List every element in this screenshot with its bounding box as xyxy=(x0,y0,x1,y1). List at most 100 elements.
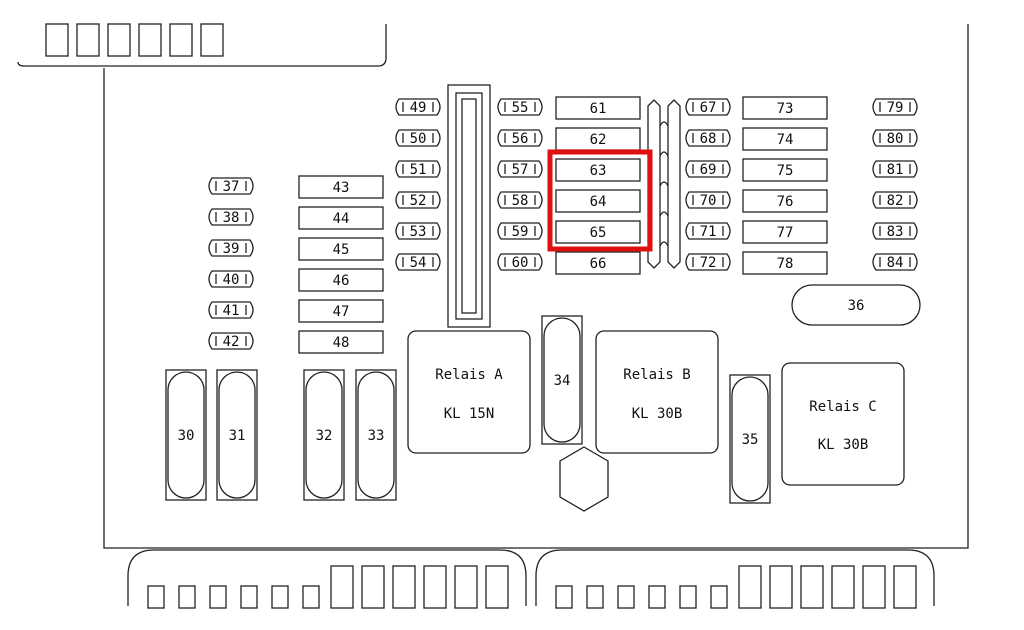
top-left-connector xyxy=(17,23,387,67)
fuse-clip xyxy=(647,99,681,269)
maxi-fuse-35-label: 35 xyxy=(742,432,759,448)
maxi-fuse-36: 36 xyxy=(791,284,921,326)
fuse-68-label: 68 xyxy=(700,131,717,147)
fuse-71: 71 xyxy=(685,222,731,240)
relay-a: Relais A KL 15N xyxy=(407,330,531,454)
fuse-49-label: 49 xyxy=(410,100,427,116)
fuse-82: 82 xyxy=(872,191,918,209)
fuse-66: 66 xyxy=(555,251,641,275)
relay-b: Relais B KL 30B xyxy=(595,330,719,454)
fuse-51: 51 xyxy=(395,160,441,178)
fuse-59: 59 xyxy=(497,222,543,240)
fuse-55-label: 55 xyxy=(512,100,529,116)
maxi-fuse-32: 32 xyxy=(303,369,345,501)
fuse-64: 64 xyxy=(555,189,641,213)
maxi-fuse-36-label: 36 xyxy=(848,298,865,314)
fuse-78-label: 78 xyxy=(777,256,794,272)
fuse-45-label: 45 xyxy=(333,242,350,258)
fuse-60: 60 xyxy=(497,253,543,271)
fuse-37: 37 xyxy=(208,177,254,195)
fuse-83-label: 83 xyxy=(887,224,904,240)
fuse-77: 77 xyxy=(742,220,828,244)
relay-b-terminal: KL 30B xyxy=(632,406,683,422)
bottom-left-connector xyxy=(127,549,527,609)
maxi-fuse-34-label: 34 xyxy=(554,373,571,389)
fuse-45: 45 xyxy=(298,237,384,261)
fuse-41-label: 41 xyxy=(223,303,240,319)
fuse-83: 83 xyxy=(872,222,918,240)
fuse-78: 78 xyxy=(742,251,828,275)
fuse-39: 39 xyxy=(208,239,254,257)
fuse-58-label: 58 xyxy=(512,193,529,209)
fuse-70-label: 70 xyxy=(700,193,717,209)
fuse-66-label: 66 xyxy=(590,256,607,272)
fuse-72: 72 xyxy=(685,253,731,271)
fuse-48: 48 xyxy=(298,330,384,354)
fuse-59-label: 59 xyxy=(512,224,529,240)
fuse-38: 38 xyxy=(208,208,254,226)
fuse-64-label: 64 xyxy=(590,194,607,210)
fuse-50: 50 xyxy=(395,129,441,147)
fuse-60-label: 60 xyxy=(512,255,529,271)
maxi-fuse-32-label: 32 xyxy=(316,428,333,444)
fuse-81: 81 xyxy=(872,160,918,178)
fuse-43-label: 43 xyxy=(333,180,350,196)
fuse-58: 58 xyxy=(497,191,543,209)
fuse-72-label: 72 xyxy=(700,255,717,271)
fuse-84-label: 84 xyxy=(887,255,904,271)
fuse-80-label: 80 xyxy=(887,131,904,147)
fuse-71-label: 71 xyxy=(700,224,717,240)
maxi-fuse-30-label: 30 xyxy=(178,428,195,444)
fuse-47-label: 47 xyxy=(333,304,350,320)
fuse-76-label: 76 xyxy=(777,194,794,210)
fuse-53: 53 xyxy=(395,222,441,240)
relay-c-name: Relais C xyxy=(809,399,876,415)
fuse-57-label: 57 xyxy=(512,162,529,178)
fuse-80: 80 xyxy=(872,129,918,147)
fuse-56-label: 56 xyxy=(512,131,529,147)
fuse-53-label: 53 xyxy=(410,224,427,240)
fuse-73-label: 73 xyxy=(777,101,794,117)
fuse-40-label: 40 xyxy=(223,272,240,288)
relay-b-name: Relais B xyxy=(623,367,690,383)
fuse-56: 56 xyxy=(497,129,543,147)
relay-c-terminal: KL 30B xyxy=(818,437,869,453)
fuse-77-label: 77 xyxy=(777,225,794,241)
fuse-74-label: 74 xyxy=(777,132,794,148)
housing-outline xyxy=(103,24,969,549)
fuse-74: 74 xyxy=(742,127,828,151)
fuse-44: 44 xyxy=(298,206,384,230)
fuse-columns: 37 38 39 40 41 42 43 44 45 46 47 48 49 50 51 52 53 54 55 56… xyxy=(208,96,918,354)
fuse-43: 43 xyxy=(298,175,384,199)
fuse-54-label: 54 xyxy=(410,255,427,271)
fuse-47: 47 xyxy=(298,299,384,323)
fuse-63-label: 63 xyxy=(590,163,607,179)
maxi-fuse-34: 34 xyxy=(541,315,583,445)
fuse-79: 79 xyxy=(872,98,918,116)
fuse-62-label: 62 xyxy=(590,132,607,148)
fuse-69-label: 69 xyxy=(700,162,717,178)
bottom-right-connector xyxy=(535,549,935,609)
fuse-70: 70 xyxy=(685,191,731,209)
fuse-75: 75 xyxy=(742,158,828,182)
fuse-50-label: 50 xyxy=(410,131,427,147)
maxi-fuse-30: 30 xyxy=(165,369,207,501)
fuse-42: 42 xyxy=(208,332,254,350)
hex-bolt xyxy=(559,446,609,512)
fuse-52-label: 52 xyxy=(410,193,427,209)
fuse-57: 57 xyxy=(497,160,543,178)
fuse-44-label: 44 xyxy=(333,211,350,227)
fuse-61-label: 61 xyxy=(590,101,607,117)
fuse-46: 46 xyxy=(298,268,384,292)
fuse-51-label: 51 xyxy=(410,162,427,178)
maxi-fuse-33: 33 xyxy=(355,369,397,501)
fuse-63: 63 xyxy=(555,158,641,182)
vertical-slot xyxy=(447,84,491,328)
highlight-box xyxy=(547,149,653,252)
fuse-48-label: 48 xyxy=(333,335,350,351)
fuse-42-label: 42 xyxy=(223,334,240,350)
fuse-82-label: 82 xyxy=(887,193,904,209)
fuse-65-label: 65 xyxy=(590,225,607,241)
fuse-79-label: 79 xyxy=(887,100,904,116)
